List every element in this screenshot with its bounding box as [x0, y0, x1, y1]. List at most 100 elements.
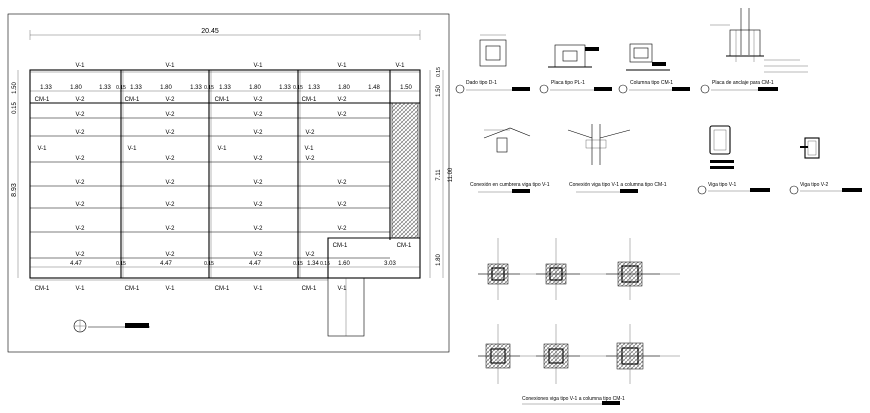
overall-dimension: 20.45 [29, 28, 421, 40]
top-dim-9: 1.33 [219, 85, 231, 91]
bottom-cm-2: CM-1 [125, 286, 140, 292]
v2-beam-rows [30, 117, 390, 259]
v2-label-r6c2: V-2 [165, 226, 175, 232]
right-dimensions: 0.15 1.50 7.11 11.00 1.80 [429, 67, 454, 278]
top-beam-row: V-1 V-1 V-1 V-1 V-1 [30, 63, 420, 73]
v1-label-mid-3: V-1 [217, 146, 227, 152]
bottom-v-2: V-1 [165, 286, 175, 292]
detail-viga-v1: Viga tipo V-1 [697, 125, 770, 195]
v1-label-mid-1: V-1 [37, 146, 47, 152]
v2-label-r1c1: V-2 [75, 112, 85, 118]
v2-label-r7c1: V-2 [75, 252, 85, 258]
v2-label-r3c2: V-2 [165, 156, 175, 162]
left-dimensions: 0.15 1.50 8.93 [11, 70, 19, 278]
v2-label-r2c1: V-2 [75, 130, 85, 136]
v2-row0-2: V-2 [165, 97, 175, 103]
v2-label-r5c3: V-2 [253, 202, 263, 208]
column-lines [120, 70, 391, 278]
v2-label-r7c3: V-2 [253, 252, 263, 258]
top-dim-1: 1.33 [40, 85, 52, 91]
v1-label-mid-4: V-1 [304, 146, 314, 152]
top-beam-1: V-1 [75, 63, 85, 69]
bottom-dimension-row: 4.47 0.15 4.47 0.15 4.47 0.15 1.34 0.15 … [30, 261, 420, 268]
detail-anclaje-title: Placa de anclaje para CM-1 [712, 80, 774, 86]
cm-label-1: CM-1 [35, 97, 50, 103]
cm-label-4: CM-1 [302, 97, 317, 103]
bottom-dim-10: 3.03 [384, 261, 396, 267]
bottom-cm-1: CM-1 [35, 286, 50, 292]
conexion-1 [478, 238, 520, 300]
v2-row0-1: V-2 [75, 97, 85, 103]
v2-label-r4c3: V-2 [253, 180, 263, 186]
top-dim-16: 1.50 [400, 85, 412, 91]
v2-label-r3c3: V-2 [253, 156, 263, 162]
v2-label-r5c4: V-2 [337, 202, 347, 208]
left-dim-3: 8.93 [11, 183, 18, 197]
v2-row0-3: V-2 [253, 97, 263, 103]
top-dimension-row: 1.33 1.80 1.33 0.15 1.33 1.80 1.33 0.15 … [30, 85, 420, 92]
detail-viga-v2: Viga tipo V-2 [789, 137, 862, 195]
v2-label-r1c3: V-2 [253, 112, 263, 118]
top-dim-13: 1.33 [308, 85, 320, 91]
top-dim-2: 1.80 [70, 85, 82, 91]
bottom-cm-3: CM-1 [215, 286, 230, 292]
v2-label-r2c4: V-2 [305, 130, 315, 136]
cm-label-2: CM-1 [125, 97, 140, 103]
bottom-dim-2: 0.15 [116, 261, 126, 267]
right-dim-2: 1.50 [436, 85, 442, 97]
bottom-dim-4: 0.15 [204, 261, 214, 267]
v2-label-r6c4: V-2 [337, 226, 347, 232]
plan-section-marker [73, 319, 150, 333]
top-beam-4: V-1 [337, 63, 347, 69]
bottom-dim-9: 1.60 [338, 261, 350, 267]
stair-hatch [391, 102, 419, 239]
bottom-beam-row: CM-1 V-1 CM-1 V-1 CM-1 V-1 CM-1 V-1 [30, 279, 347, 292]
top-dim-3: 1.33 [99, 85, 111, 91]
v2-label-r6c3: V-2 [253, 226, 263, 232]
top-beam-5: V-1 [395, 63, 405, 69]
top-dim-10: 1.80 [249, 85, 261, 91]
conexion-4 [478, 324, 520, 384]
top-dim-11: 1.33 [279, 85, 291, 91]
bottom-dim-8: 0.15 [320, 261, 330, 267]
detail-placa: Placa tipo PL-1 [539, 44, 612, 94]
right-dim-1: 0.15 [436, 67, 442, 77]
v2-label-r3c4: V-2 [305, 156, 315, 162]
bottom-dim-1: 4.47 [70, 261, 82, 267]
v2-label-r4c2: V-2 [165, 180, 175, 186]
detail-dado: Dado tipo D-1 [455, 34, 530, 94]
detail-columna-title: Columna tipo CM-1 [630, 80, 673, 86]
v1-label-mid-2: V-1 [127, 146, 137, 152]
detail-placa-title: Placa tipo PL-1 [551, 80, 585, 86]
bottom-dim-6: 0.15 [293, 261, 303, 267]
v2-label-r3c1: V-2 [75, 156, 85, 162]
stair-block: CM-1 CM-1 [327, 237, 420, 337]
bottom-v-4: V-1 [337, 286, 347, 292]
plan-outline [29, 69, 421, 279]
top-dim-5: 1.33 [130, 85, 142, 91]
v2-label-r5c1: V-2 [75, 202, 85, 208]
detail-columna: Columna tipo CM-1 [618, 43, 690, 94]
conexion-2 [536, 238, 580, 300]
bottom-dim-3: 4.47 [160, 261, 172, 267]
v2-label-r6c1: V-2 [75, 226, 85, 232]
top-dim-14: 1.80 [338, 85, 350, 91]
top-dim-6: 1.80 [160, 85, 172, 91]
v2-label-r7c4: V-2 [305, 252, 315, 258]
right-dim-4: 11.00 [448, 167, 454, 182]
detail-viga-columna: Conexión viga tipo V-1 a columna tipo CM… [567, 124, 667, 193]
v2-labels: V-2 V-2 V-2 V-2 V-2 V-2 V-2 V-2 V-1 V-1 … [37, 112, 347, 258]
bottom-v-3: V-1 [253, 286, 263, 292]
detail-viga-v2-title: Viga tipo V-2 [800, 182, 828, 188]
v2-label-r7c2: V-2 [165, 252, 175, 258]
top-dim-7: 1.33 [190, 85, 202, 91]
stair-cm-1: CM-1 [333, 243, 348, 249]
top-beam-2: V-1 [165, 63, 175, 69]
v2-label-r2c3: V-2 [253, 130, 263, 136]
right-dim-5: 1.80 [436, 254, 442, 266]
top-dim-15: 1.48 [368, 85, 380, 91]
v2-label-r4c4: V-2 [337, 180, 347, 186]
overall-width-label: 20.45 [201, 28, 219, 35]
detail-conexiones: Conexiones viga tipo V-1 a columna tipo … [478, 238, 680, 405]
